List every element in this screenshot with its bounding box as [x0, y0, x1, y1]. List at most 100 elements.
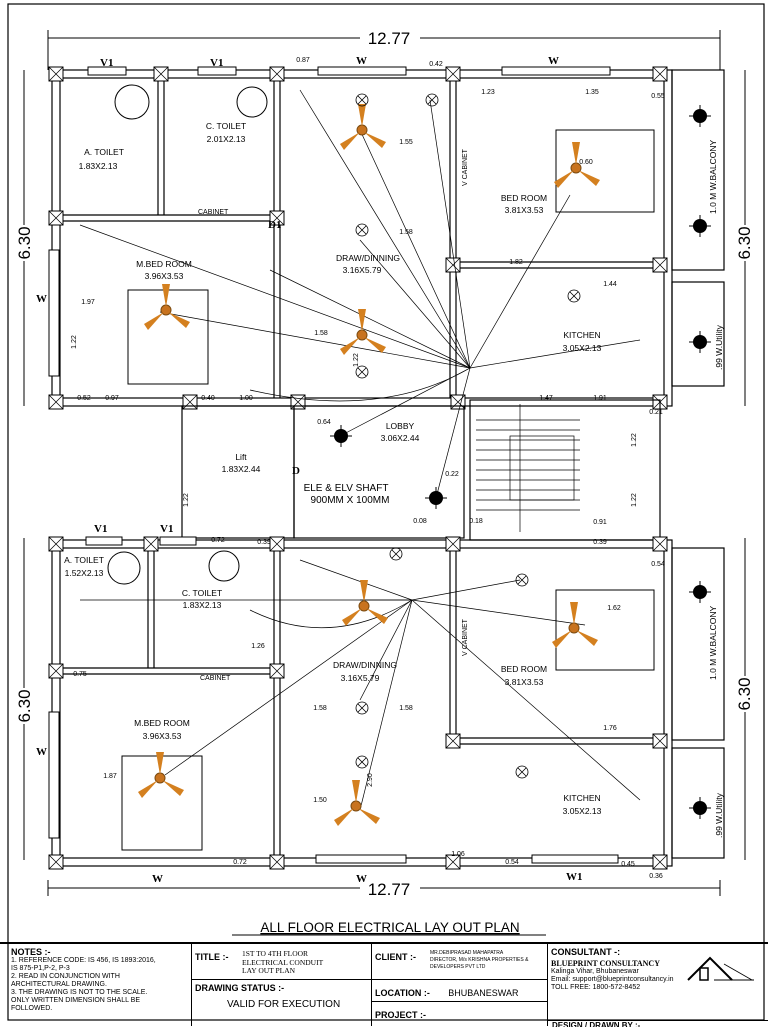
window-tag: W1 — [566, 871, 583, 883]
room-size: 3.96X3.53 — [143, 731, 182, 741]
dim-label: 1.23 — [481, 89, 495, 96]
location-value: BHUBANESWAR — [448, 988, 519, 998]
dim-label: 0.97 — [105, 395, 119, 402]
stair — [476, 404, 580, 532]
room-size: 1.83X2.13 — [183, 600, 222, 610]
lift-name: Lift — [235, 452, 247, 462]
balcony-label: 1.0 M W.BALCONY — [708, 606, 718, 680]
overall-width-bottom: 12.77 — [368, 880, 411, 899]
dim-label: 2.90 — [367, 773, 374, 787]
drawing-title: ALL FLOOR ELECTRICAL LAY OUT PLAN — [260, 920, 519, 935]
dim-label: 1.22 — [631, 493, 638, 507]
ceiling-fan-icon — [339, 103, 387, 151]
depth-right-lower: 6.30 — [735, 677, 754, 710]
note-line: 2. READ IN CONJUNCTION WITH — [11, 973, 120, 980]
note-line: ONLY WRITTEN DIMENSION SHALL BE — [11, 997, 141, 1004]
project-label: PROJECT :- — [375, 1010, 427, 1020]
note-line: ARCHITECTURAL DRAWING. — [11, 981, 107, 988]
dim-label: 0.91 — [593, 519, 607, 526]
ceiling-fan-icon — [137, 751, 185, 799]
dim-label: 0.21 — [649, 409, 663, 416]
project-panel: PROJECT :- — [372, 1002, 548, 1026]
location-panel: LOCATION :- BHUBANESWAR — [372, 980, 548, 1002]
dim-label: 0.64 — [317, 419, 331, 426]
cabinet-label: CABINET — [198, 209, 229, 216]
dim-label: 1.26 — [251, 643, 265, 650]
dim-label: 0.36 — [649, 873, 663, 880]
depth-left-upper: 6.30 — [15, 226, 34, 259]
window-tag: W — [356, 873, 367, 885]
consultant-line: Kalinga Vihar, Bhubaneswar — [551, 968, 639, 975]
dim-label: 0.42 — [429, 61, 443, 68]
status-panel: DRAWING STATUS :- VALID FOR EXECUTION — [192, 980, 372, 1026]
consultant-line: TOLL FREE: 1800-572-8452 — [551, 984, 641, 991]
room-size: 2.01X2.13 — [207, 134, 246, 144]
dim-label: 0.54 — [651, 561, 665, 568]
vcabinet-label: V CABINET — [462, 148, 469, 186]
window-tag: W — [152, 873, 163, 885]
room-name: BED ROOM — [501, 193, 547, 203]
title-label: TITLE :- — [195, 952, 229, 962]
room-size: 3.05X2.13 — [563, 806, 602, 816]
dim-label: 0.54 — [505, 859, 519, 866]
dim-label: 1.22 — [353, 353, 360, 367]
client-line: DEVELOPERS PVT LTD — [430, 964, 486, 970]
room-size: 3.96X3.53 — [145, 271, 184, 281]
shaft-label: ELE & ELV SHAFT — [304, 483, 389, 494]
title-line: 1ST TO 4TH FLOOR — [242, 949, 309, 958]
dimension-lines — [23, 30, 746, 896]
dim-label: 1.91 — [593, 395, 607, 402]
dim-label: 1.55 — [399, 139, 413, 146]
client-panel: CLIENT :- MR.DEBIPRASAD MAHAPATRA DIRECT… — [372, 944, 548, 980]
door-tag: D — [292, 465, 300, 477]
dim-label: 1.58 — [399, 705, 413, 712]
window-tag: V1 — [160, 523, 173, 535]
utility-label: .99 W.Utility — [714, 792, 724, 838]
room-name: DRAW/DINNING — [333, 660, 397, 670]
utility-label: .99 W.Utility — [714, 324, 724, 370]
consultant-line: Email: support@blueprintconsultancy.in — [551, 976, 674, 983]
dim-label: 1.22 — [71, 335, 78, 349]
dim-label: 1.58 — [399, 229, 413, 236]
title-block: NOTES :- 1. REFERENCE CODE: IS 456, IS 1… — [0, 942, 768, 1027]
dim-label: 0.87 — [296, 57, 310, 64]
room-size: 3.16X5.79 — [343, 265, 382, 275]
dim-label: 1.82 — [509, 259, 523, 266]
dim-label: 0.52 — [77, 395, 91, 402]
dim-label: 0.39 — [257, 539, 271, 546]
room-size: 3.05X2.13 — [563, 343, 602, 353]
dim-label: 0.18 — [469, 518, 483, 525]
window-tag: W — [36, 746, 47, 758]
dim-label: 0.39 — [593, 539, 607, 546]
dim-label: 0.40 — [201, 395, 215, 402]
room-name: A. TOILET — [84, 147, 124, 157]
consultant-panel: CONSULTANT -: BLUEPRINT CONSULTANCY Kali… — [548, 944, 764, 1020]
ceiling-fan-icon — [341, 579, 389, 627]
dim-label: 0.60 — [579, 159, 593, 166]
dim-label: 0.45 — [621, 861, 635, 868]
title-panel: TITLE :- 1ST TO 4TH FLOOR ELECTRICAL CON… — [192, 944, 372, 980]
status-value: VALID FOR EXECUTION — [227, 999, 341, 1010]
consultant-label: CONSULTANT -: — [551, 947, 621, 957]
dim-label: 0.72 — [211, 537, 225, 544]
dim-label: 1.58 — [314, 330, 328, 337]
balcony-label: 1.0 M W.BALCONY — [708, 140, 718, 214]
light-point-icon — [688, 104, 712, 128]
door-tag: D1 — [268, 219, 281, 231]
room-size: 3.81X3.53 — [505, 677, 544, 687]
depth-left-lower: 6.30 — [15, 689, 34, 722]
dim-label: 1.06 — [451, 851, 465, 858]
notes-panel: NOTES :- 1. REFERENCE CODE: IS 456, IS 1… — [8, 944, 192, 1026]
dim-label: 1.47 — [539, 395, 553, 402]
shaft-size: 900MM X 100MM — [311, 495, 390, 506]
window-tag: W — [356, 55, 367, 67]
sheet-border — [7, 3, 765, 1021]
room-name: BED ROOM — [501, 664, 547, 674]
consultant-name: BLUEPRINT CONSULTANCY — [551, 959, 660, 968]
room-name: M.BED ROOM — [134, 718, 190, 728]
location-label: LOCATION :- — [375, 988, 430, 998]
lobby-size: 3.06X2.44 — [381, 433, 420, 443]
room-name: DRAW/DINNING — [336, 253, 400, 263]
ceiling-fan-icon — [551, 601, 599, 649]
